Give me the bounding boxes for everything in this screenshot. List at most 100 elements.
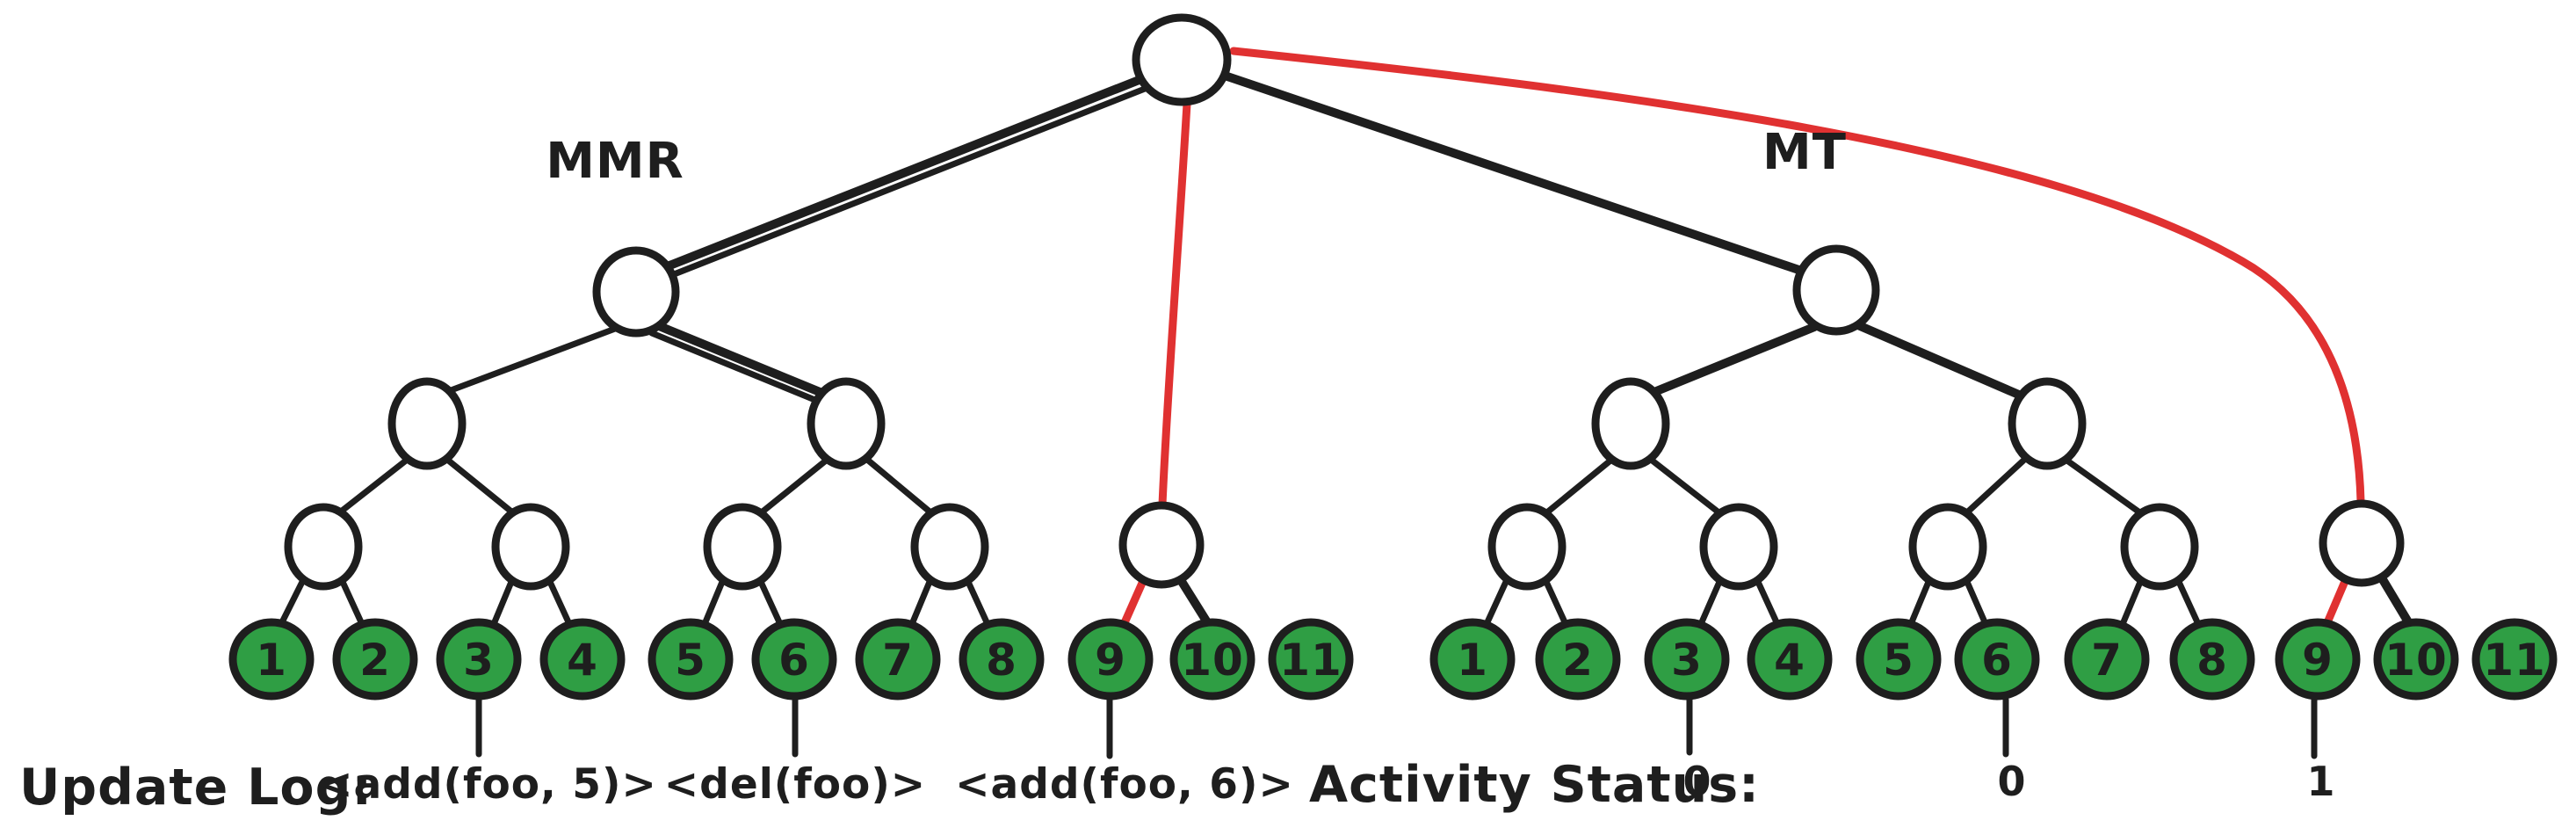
activity-status-value-3: 1 [2306,758,2335,805]
edge-mt-to-leaf-5 [1907,578,1932,628]
mmr-leaf-9-circle [1067,618,1154,701]
mt-leaf-7-circle [2064,618,2150,701]
mmr-leaf-8-circle [959,618,1045,701]
mt-leaf-10-label: 10 [2384,635,2448,686]
edge-mt-peak-to-left-child [1646,323,1819,398]
edge-mt-to-leaf-8 [2175,578,2202,628]
update-log-entry-del-foo: <del(foo)> [664,760,926,809]
edge-mt-to-leaf-6 [1964,578,1989,628]
mmr-leaf-5-label: 5 [675,635,706,686]
edge-mmr-to-leaf-8 [965,578,991,628]
mmr-leaf-3-label: 3 [463,635,495,686]
mt-internal-node-r2 [2120,503,2199,591]
mmr-internal-node-r2 [910,503,989,591]
edge-mmr-r-to-r2 [863,455,933,515]
mmr-leaf-1-circle [228,618,315,701]
edge-root-to-mmr-peak-double-stroke [657,85,1148,283]
edge-mt-r-to-r2 [2061,455,2142,515]
mmr-leaf-7-label: 7 [882,635,914,686]
mmr-internal-node-q2 [491,503,570,591]
red-link-root-to-mmr-910-parent [1158,99,1191,509]
mt-parent-of-9-10-node [2319,499,2405,587]
mt-internal-node-r [2008,377,2087,470]
mmr-leaf-9-label: 9 [1095,635,1126,686]
update-log-label: Update Log: [19,759,373,817]
edge-mt-to-leaf-1 [1483,578,1509,628]
mmr-edges [278,75,1212,628]
red-link-mt-910-parent-to-leaf-9 [2321,575,2350,631]
mt-leaf-5-label: 5 [1883,635,1914,686]
mmr-leaf-2-label: 2 [359,635,391,686]
mmr-leaf-8-label: 8 [986,635,1017,686]
red-link-root-to-mt-910-parent [1229,47,2365,505]
mmr-parent-of-9-10-node [1118,501,1205,589]
edge-mmr-to-leaf-4 [546,578,573,628]
mt-peak-node [1792,244,1880,336]
activity-status-label: Activity Status: [1309,756,1760,814]
mmr-leaf-11-circle [1268,618,1354,701]
mmr-leaf-6-circle [751,618,837,701]
mmr-leaf-4-circle [539,618,626,701]
mmr-leaf-1-label: 1 [256,635,287,686]
activity-status-value-1: 0 [1682,758,1711,805]
edge-mmr-peak910-to-leaf-10 [1176,576,1212,627]
mmr-internal-node-r [807,377,886,470]
mt-leaf-3-label: 3 [1671,635,1703,686]
mt-internal-node-q2 [1699,503,1778,591]
edge-mt-to-leaf-4 [1755,578,1781,628]
mmr-internal-node-r1 [703,503,782,591]
edge-mmr-r-to-r1 [759,457,829,515]
mt-leaf-7-label: 7 [2091,635,2123,686]
edge-mt-to-leaf-2 [1543,578,1569,628]
red-link-mmr-910-parent-to-leaf-9 [1118,577,1147,631]
mt-internal-node-q1 [1487,503,1567,591]
mt-leaf-5-circle [1856,618,1942,701]
mt-leaf-1-circle [1429,618,1516,701]
edge-mmr-q-to-q1 [337,457,409,515]
edge-mt-to-leaf-7 [2119,578,2144,628]
mmr-leaf-6-label: 6 [778,635,810,686]
mmr-leaf-2-circle [332,618,418,701]
mt-leaf-8-circle [2169,618,2255,701]
edge-mmr-to-leaf-3 [490,578,515,628]
edge-mt-q-to-q1 [1545,457,1614,515]
mt-leaf-11-circle [2471,618,2558,701]
edge-root-to-mmr-peak [652,75,1146,275]
edge-mmr-to-leaf-5 [701,578,726,628]
edge-mmr-peak-to-left-child [443,325,619,396]
mt-leaf-1-label: 1 [1457,635,1488,686]
text-labels: MMR MT Update Log: <add(foo, 5)> <del(fo… [19,124,2335,817]
mmr-peak-node [592,246,680,338]
edge-mmr-to-leaf-2 [339,578,365,628]
internal-nodes [284,13,2405,591]
mmr-tree-title: MMR [546,133,684,190]
mmr-leaf-4-label: 4 [567,635,598,686]
mmr-internal-node-q [387,377,467,470]
edge-mmr-peak-to-right-child [653,321,829,398]
mmr-leaf-3-circle [436,618,522,701]
mt-leaf-10-circle [2373,618,2459,701]
mt-leaf-4-circle [1747,618,1833,701]
annotation-ticks [475,696,2318,759]
edge-mt-q-to-q2 [1646,455,1721,515]
mt-tree-title: MT [1762,124,1847,181]
mmr-leaf-11-label: 11 [1279,635,1342,686]
mt-leaf-2-circle [1535,618,1621,701]
mmr-leaf-10-label: 10 [1181,635,1244,686]
edge-root-to-mt-peak [1220,71,1821,280]
edge-mt-peak910-to-leaf-10 [2377,572,2412,625]
mt-leaf-8-label: 8 [2196,635,2228,686]
mmr-leaf-7-circle [855,618,941,701]
mt-edges [1220,71,2412,628]
edge-mmr-to-leaf-7 [908,578,933,628]
mmr-leaf-5-circle [648,618,734,701]
red-highlight-links [1118,47,2365,631]
update-log-entry-add-foo-6: <add(foo, 6)> [955,760,1294,809]
edge-mt-to-leaf-3 [1697,578,1723,628]
mt-leaf-9-circle [2275,618,2361,701]
edge-mmr-peak-to-right-child-double-stroke [648,330,821,404]
mt-leaf-6-circle [1954,618,2040,701]
mmr-leaves: 1 2 3 4 5 6 7 8 9 10 11 [228,618,1354,701]
